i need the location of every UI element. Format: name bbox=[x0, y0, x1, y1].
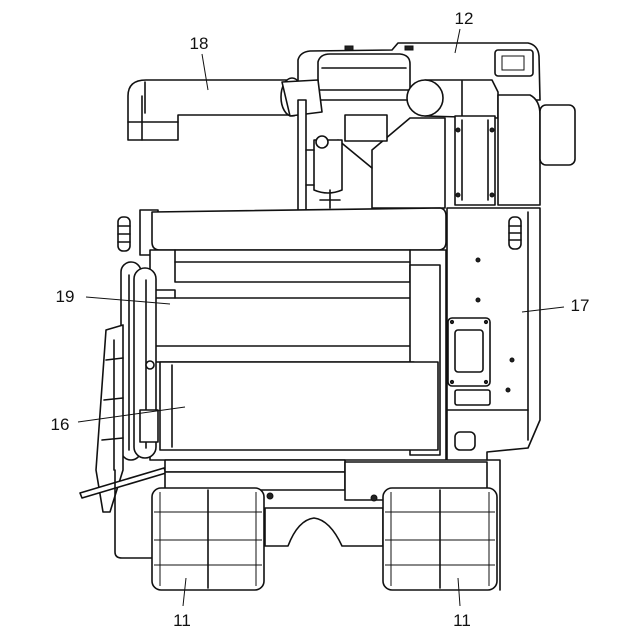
top-platform bbox=[118, 208, 446, 255]
bolt bbox=[267, 493, 273, 499]
bolt bbox=[490, 128, 494, 132]
right-side-bulge bbox=[540, 105, 575, 165]
right-upper-column bbox=[455, 116, 495, 205]
bolt bbox=[484, 380, 487, 383]
platform-slab bbox=[152, 208, 446, 250]
bolt bbox=[371, 495, 377, 501]
bolt bbox=[484, 320, 487, 323]
belt-bracket bbox=[140, 410, 158, 442]
chassis-rail bbox=[165, 460, 345, 472]
left-track bbox=[152, 488, 264, 590]
ref-label-11-left: 11 bbox=[173, 611, 191, 630]
right-track bbox=[383, 488, 497, 590]
middle-canister bbox=[314, 140, 342, 193]
small-square bbox=[455, 432, 475, 450]
control-panel-window bbox=[455, 330, 483, 372]
upper-side-box bbox=[495, 50, 533, 76]
ref-label-19: 19 bbox=[56, 287, 75, 306]
middle-diagonal bbox=[338, 140, 372, 168]
right-pipe bbox=[407, 80, 498, 118]
canister-cap bbox=[316, 136, 328, 148]
ref-label-16: 16 bbox=[51, 415, 70, 434]
upper-bolt bbox=[405, 46, 413, 50]
lower-plate bbox=[455, 390, 490, 405]
bolt bbox=[456, 193, 460, 197]
ref-label-11-right: 11 bbox=[453, 611, 471, 630]
pulley-hub bbox=[146, 361, 154, 369]
middle-box bbox=[345, 115, 387, 141]
main-frame bbox=[150, 250, 446, 460]
upper-bolt bbox=[345, 46, 353, 50]
middle-bracket bbox=[306, 150, 314, 185]
bolt bbox=[476, 258, 480, 262]
engine-hood bbox=[318, 54, 410, 90]
ref-label-17: 17 bbox=[571, 296, 590, 315]
lower-box bbox=[160, 362, 438, 450]
bolt bbox=[450, 320, 453, 323]
bolt bbox=[450, 380, 453, 383]
bolt bbox=[490, 193, 494, 197]
axle-arch bbox=[265, 508, 383, 546]
bolt bbox=[476, 298, 480, 302]
bolt bbox=[506, 388, 510, 392]
ref-label-18: 18 bbox=[190, 34, 209, 53]
right-body bbox=[447, 95, 575, 460]
bolt bbox=[456, 128, 460, 132]
bolt bbox=[510, 358, 514, 362]
ref-label-12: 12 bbox=[455, 9, 474, 28]
right-upper-panel bbox=[498, 95, 540, 205]
upper-box bbox=[152, 298, 414, 346]
left-belt bbox=[121, 262, 158, 460]
right-pipe-elbow bbox=[407, 80, 443, 116]
left-pipe bbox=[128, 78, 322, 140]
